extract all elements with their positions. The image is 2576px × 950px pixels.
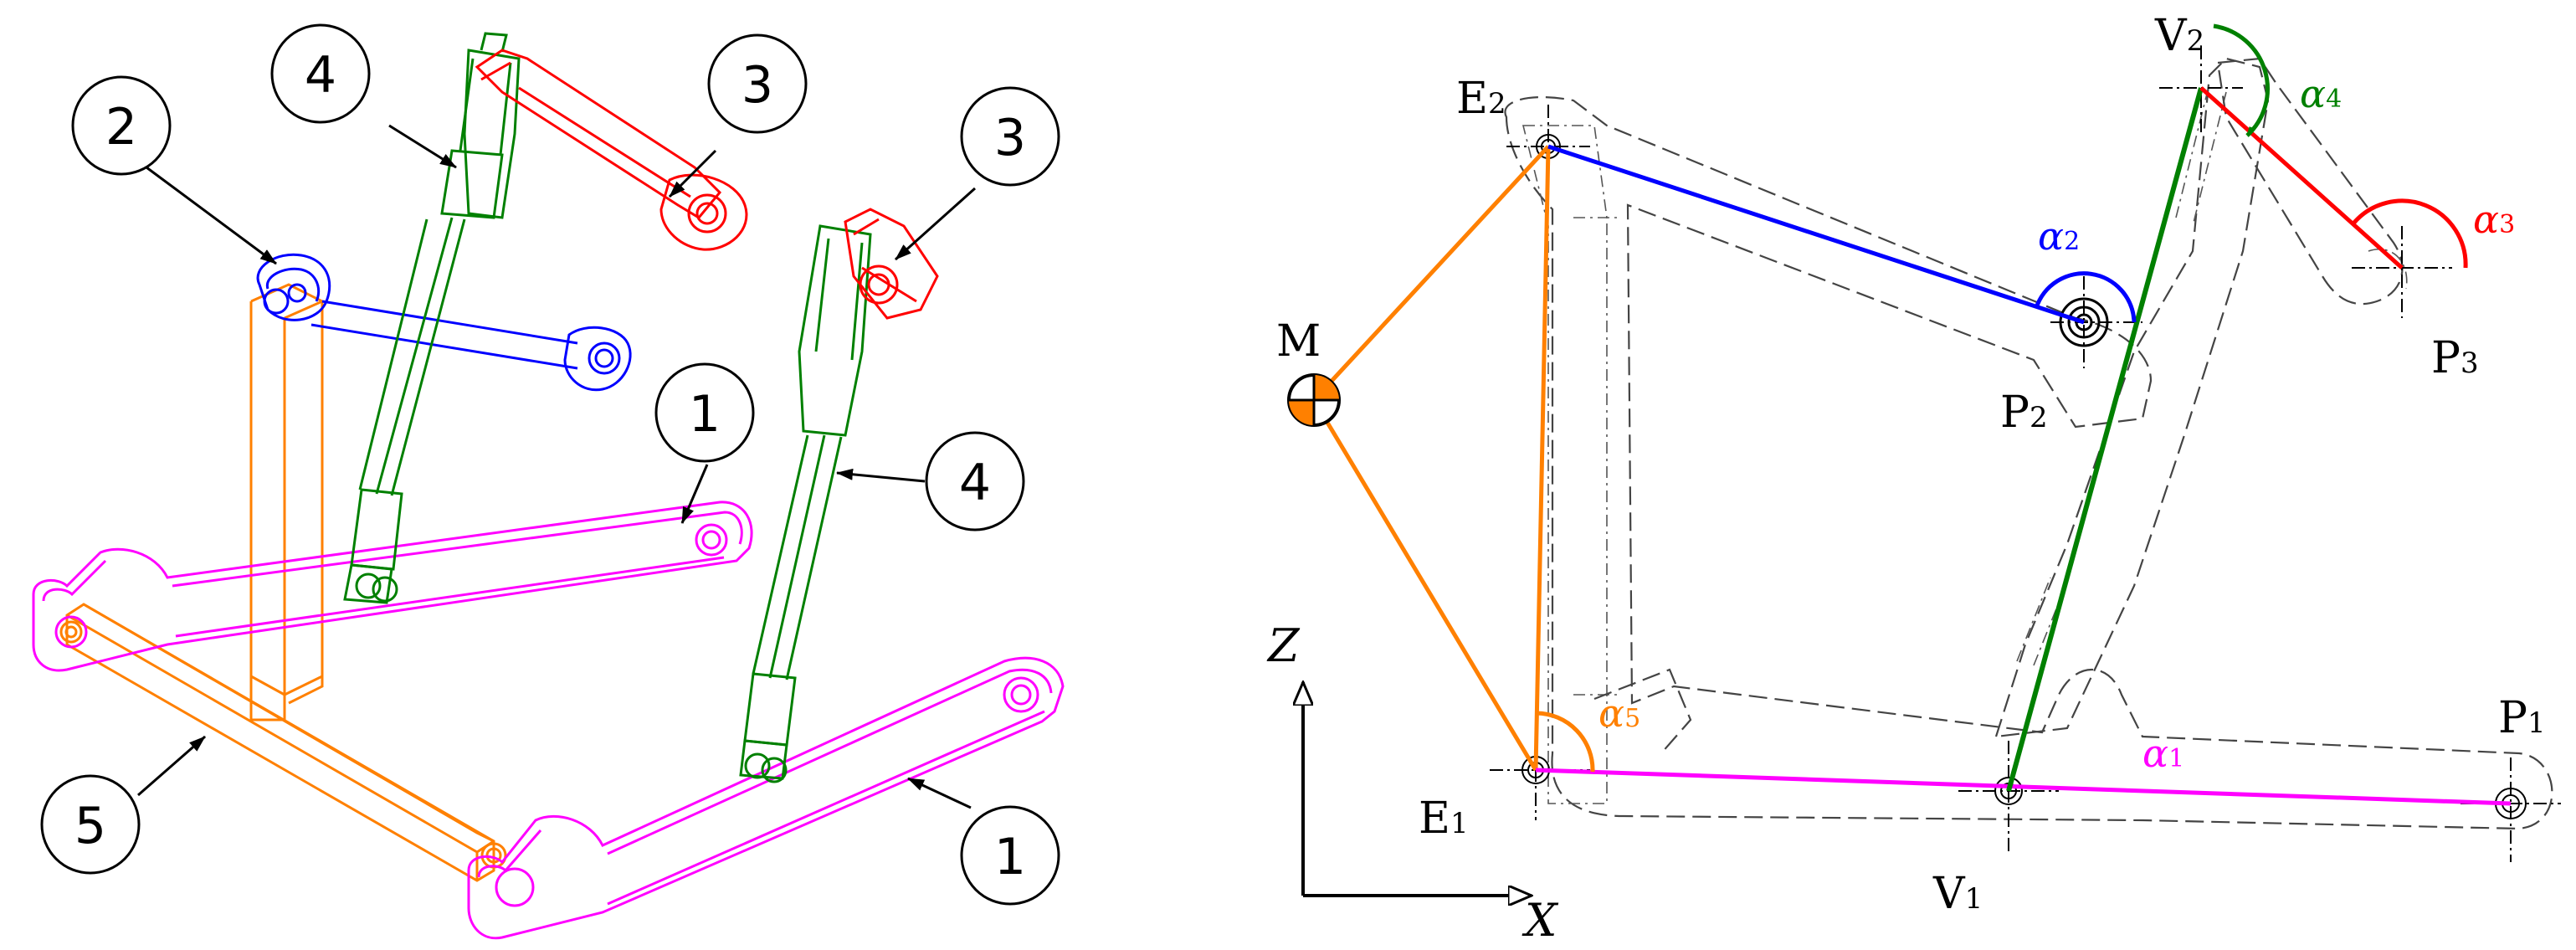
label-alpha2: α2 — [2038, 213, 2080, 259]
callout-number: 1 — [994, 828, 1026, 886]
label-m: M — [1276, 316, 1321, 367]
link1-rear-arm-magenta — [32, 501, 753, 672]
coordinate-axes: Z X — [1266, 619, 1559, 947]
angle-arcs — [1536, 23, 2468, 773]
label-alpha4: α4 — [2300, 71, 2342, 116]
label-p1: P1 — [2498, 693, 2546, 743]
callout-number: 2 — [105, 98, 137, 157]
link4-line-v1-v2 — [2006, 87, 2204, 792]
joint-circles — [1521, 134, 2527, 819]
label-p3: P3 — [2431, 333, 2479, 383]
kinematic-schematic: E2 M E1 V1 V2 P2 P3 P1 α1 α2 α3 α4 α5 Z … — [1266, 11, 2561, 947]
callout-circle-4-right: 4 — [925, 431, 1025, 531]
callout-circle-3-right: 3 — [960, 86, 1060, 187]
angle-arc-alpha2 — [2034, 271, 2137, 323]
joint-crosshairs — [1490, 46, 2561, 862]
callout-number: 4 — [305, 46, 336, 105]
link5-line-e1-e2 — [1533, 146, 1551, 771]
link2-line-e2-p2 — [1547, 144, 2085, 325]
label-v1: V1 — [1932, 869, 1983, 919]
callout-number: 4 — [959, 454, 991, 512]
callout-circle-4-left: 4 — [270, 23, 371, 124]
link1-front-arm-magenta — [467, 656, 1065, 940]
label-v2: V2 — [2154, 11, 2204, 61]
kinematic-links — [1311, 86, 2512, 806]
link5-line-m-e1 — [1311, 398, 1538, 772]
link1-line-e1-p1 — [1535, 768, 2512, 806]
link3-tierod-right-red — [844, 208, 939, 320]
label-e1: E1 — [1419, 793, 1469, 844]
link3-line-v2-p3 — [2199, 86, 2404, 270]
callout-circle-1-upper: 1 — [654, 362, 755, 463]
label-alpha5: α5 — [1598, 691, 1640, 736]
isometric-view: 2 4 3 3 1 4 5 1 — [32, 23, 1065, 940]
center-of-mass-marker — [1287, 373, 1341, 427]
callout-leaders — [137, 124, 977, 809]
link5-line-e2-m — [1312, 145, 1550, 402]
z-axis-label: Z — [1266, 619, 1301, 672]
callout-circle-5: 5 — [40, 774, 141, 875]
x-axis-label: X — [1521, 894, 1559, 947]
angle-arc-alpha3 — [2352, 198, 2468, 269]
label-alpha3: α3 — [2473, 197, 2515, 242]
link4-damper-left-green — [343, 32, 521, 604]
label-e2: E2 — [1456, 74, 1506, 124]
label-p2: P2 — [2000, 388, 2048, 438]
link4-damper-right-green — [739, 224, 872, 783]
angle-arc-alpha4-main — [2213, 23, 2270, 137]
callout-number: 3 — [741, 56, 773, 115]
callout-number: 3 — [994, 109, 1026, 167]
link2-upper-arm-blue — [256, 253, 632, 392]
link5-frame-orange — [59, 283, 507, 882]
label-alpha1: α1 — [2142, 731, 2184, 776]
callout-circle-3-left: 3 — [707, 33, 808, 134]
angle-arc-alpha5 — [1536, 711, 1595, 773]
callout-circle-2: 2 — [71, 75, 172, 176]
callout-number: 5 — [74, 797, 106, 855]
callout-circle-1-lower: 1 — [960, 805, 1060, 906]
link3-tierod-left-red — [475, 49, 748, 251]
callout-number: 1 — [689, 385, 721, 444]
